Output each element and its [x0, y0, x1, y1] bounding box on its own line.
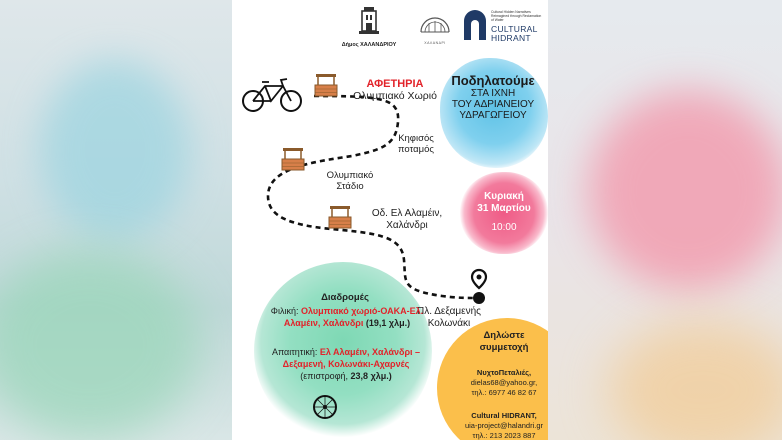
contact-org1-phone: τηλ.: 6977 46 82 67	[471, 388, 537, 397]
contact-heading-line-2: συμμετοχή	[479, 342, 529, 353]
location-pin-icon	[470, 268, 488, 304]
start-place: Ολυμπιακό Χωριό	[353, 90, 437, 102]
cultural-hidrant-logo: Cultural Hidden Narratives Reimagined th…	[464, 8, 546, 43]
event-day: Κυριακή	[484, 191, 524, 202]
contact-org2-email[interactable]: uia-project@halandri.gr	[464, 421, 544, 430]
arch-logo-label: ΧΑΛΑΝΔΡΙ	[424, 41, 446, 45]
route-easy-distance: (19,1 χλμ.)	[365, 318, 411, 328]
route-hard-path-a: Ελ Αλαμέιν, Χαλάνδρι –	[319, 347, 421, 357]
arch-logo: ΧΑΛΑΝΔΡΙ	[417, 8, 453, 45]
title-line-2: ΣΤΑ ΙΧΝΗ	[470, 88, 516, 99]
contact-org2-phone: τηλ.: 213 2023 887	[472, 431, 536, 440]
title-line-4: ΥΔΡΑΓΩΓΕΙΟΥ	[459, 110, 527, 121]
start-label: ΑΦΕΤΗΡΙΑ	[366, 78, 424, 90]
brand-tagline: Cultural Hidden Narratives Reimagined th…	[491, 10, 542, 22]
route-hard: Απαιτητική: Ελ Αλαμέιν, Χαλάνδρι – Δεξαμ…	[248, 346, 444, 382]
title-line-1: Ποδηλατούμε	[451, 73, 535, 88]
contact-org2-name: Cultural HIDRANT,	[471, 411, 537, 420]
stop-dexameni-line-2: Κολωνάκι	[427, 318, 471, 329]
stop-olympic-stadium-line-1: Ολυμπιακό	[326, 170, 374, 181]
stop-olympic-stadium: Ολυμπιακό Στάδιο	[310, 170, 390, 192]
blue-splash	[440, 58, 548, 168]
pink-splash	[460, 172, 548, 254]
stop-dexameni-line-1: Πλ. Δεξαμενής	[417, 306, 481, 317]
brand-name-2: HIDRANT	[491, 33, 531, 43]
stop-el-alamein: Οδ. Ελ Αλαμέιν, Χαλάνδρι	[352, 208, 462, 232]
event-poster: Δήμος ΧΑΛΑΝΔΡΙΟΥ ΧΑΛΑΝΔΡΙ Cultural Hidde…	[232, 0, 548, 440]
stop-dexameni: Πλ. Δεξαμενής Κολωνάκι	[406, 306, 492, 330]
stop-kifisos-line-2: ποταμός	[397, 144, 434, 155]
route-easy-path-b: Αλαμέιν, Χαλάνδρι	[283, 318, 364, 328]
contact-heading-line-1: Δηλώστε	[483, 330, 525, 341]
green-splash	[254, 262, 432, 440]
municipality-logo: Δήμος ΧΑΛΑΝΔΡΙΟΥ	[342, 5, 396, 48]
route-hard-path-b: Δεξαμενή, Κολωνάκι-Αχαρνές	[282, 359, 410, 369]
background-right-blur	[548, 0, 782, 440]
stop-el-alamein-line-2: Χαλάνδρι	[386, 220, 428, 231]
route-hard-distance: 23,8 χλμ.)	[350, 371, 392, 381]
route-easy: Φιλική: Ολυμπιακό χωριό-ΟΑΚΑ-Ελ. Αλαμέιν…	[254, 305, 440, 329]
route-easy-label: Φιλική:	[270, 306, 299, 316]
brand-name-1: CULTURAL	[491, 24, 538, 34]
contact-org1-email[interactable]: dielas68@yahoo.gr,	[470, 378, 538, 387]
event-date-text: 31 Μαρτίου	[477, 203, 531, 214]
stop-el-alamein-line-1: Οδ. Ελ Αλαμέιν,	[371, 208, 443, 219]
routes-heading: Διαδρομές	[321, 292, 369, 303]
title-line-3: ΤΟΥ ΑΔΡΙΑΝΕΙΟΥ	[451, 99, 535, 110]
route-hard-label: Απαιτητική:	[271, 347, 318, 357]
contact-org1-name: ΝυχτοΠεταλιές,	[476, 368, 532, 377]
well-icon	[281, 148, 305, 171]
well-icon	[314, 74, 338, 97]
municipality-name: Δήμος ΧΑΛΑΝΔΡΙΟΥ	[341, 42, 397, 48]
contact-org1: ΝυχτοΠεταλιές, dielas68@yahoo.gr, τηλ.: …	[448, 368, 548, 398]
bicycle-wheel-icon	[313, 395, 337, 419]
stop-kifisos-line-1: Κηφισός	[398, 133, 434, 144]
well-icon	[328, 206, 352, 229]
event-time: 10:00	[491, 222, 517, 233]
contact-heading: Δηλώστε συμμετοχή	[454, 330, 548, 354]
contact-org2: Cultural HIDRANT, uia-project@halandri.g…	[448, 411, 548, 440]
bicycle-icon	[242, 78, 302, 112]
route-path	[266, 94, 478, 300]
route-hard-return: (επιστροφή,	[300, 371, 349, 381]
stop-olympic-stadium-line-2: Στάδιο	[336, 181, 364, 192]
event-title: Ποδηλατούμε ΣΤΑ ΙΧΝΗ ΤΟΥ ΑΔΡΙΑΝΕΙΟΥ ΥΔΡΑ…	[438, 73, 548, 122]
stop-kifisos: Κηφισός ποταμός	[380, 133, 452, 155]
background-left-blur	[0, 0, 232, 440]
route-easy-path-a: Ολυμπιακό χωριό-ΟΑΚΑ-Ελ.	[301, 306, 424, 316]
municipality-tower-logo	[359, 7, 379, 34]
event-date: Κυριακή 31 Μαρτίου	[464, 191, 544, 215]
